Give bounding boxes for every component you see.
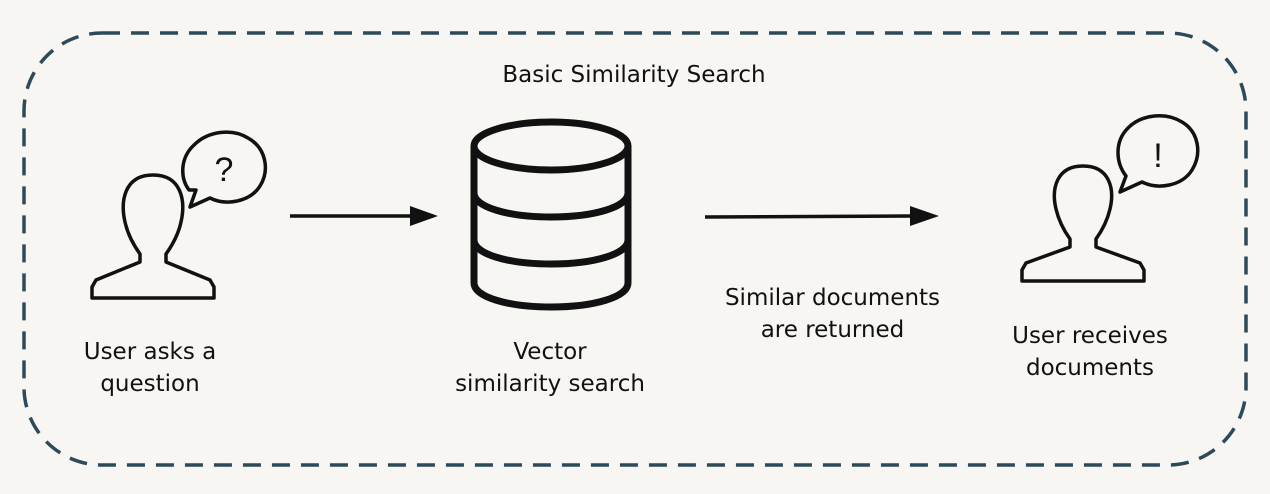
- label-similar-documents-line-2: are returned: [760, 317, 905, 343]
- user-silhouette-right: [1020, 164, 1146, 283]
- arrow-to-database: [290, 206, 438, 226]
- label-vector-search-line-1: Vector: [513, 339, 587, 365]
- label-user-asks-line-2: question: [100, 371, 200, 397]
- label-vector-search-line-2: similarity search: [455, 371, 645, 397]
- label-vector-search: Vector similarity search: [420, 336, 680, 400]
- speech-bubble-question: [181, 130, 268, 209]
- label-similar-documents: Similar documents are returned: [690, 282, 975, 346]
- user-exclamation-icon: [1020, 114, 1200, 283]
- database-icon: [470, 118, 632, 311]
- speech-bubble-exclamation: [1116, 114, 1200, 194]
- label-similar-documents-line-1: Similar documents: [724, 285, 941, 311]
- dashed-frame: [22, 31, 1248, 467]
- user-silhouette-left: [90, 173, 216, 300]
- label-user-receives-line-1: User receives: [1012, 323, 1168, 349]
- label-user-asks: User asks a question: [40, 336, 260, 400]
- exclamation-mark-icon: !: [1153, 137, 1162, 175]
- label-user-receives: User receives documents: [975, 320, 1205, 384]
- user-question-icon: [90, 130, 268, 300]
- question-mark-icon: ?: [215, 151, 234, 189]
- diagram-title: Basic Similarity Search: [502, 62, 766, 88]
- label-user-asks-line-1: User asks a: [83, 339, 217, 365]
- label-user-receives-line-2: documents: [1025, 355, 1155, 381]
- arrow-to-user: [704, 206, 939, 226]
